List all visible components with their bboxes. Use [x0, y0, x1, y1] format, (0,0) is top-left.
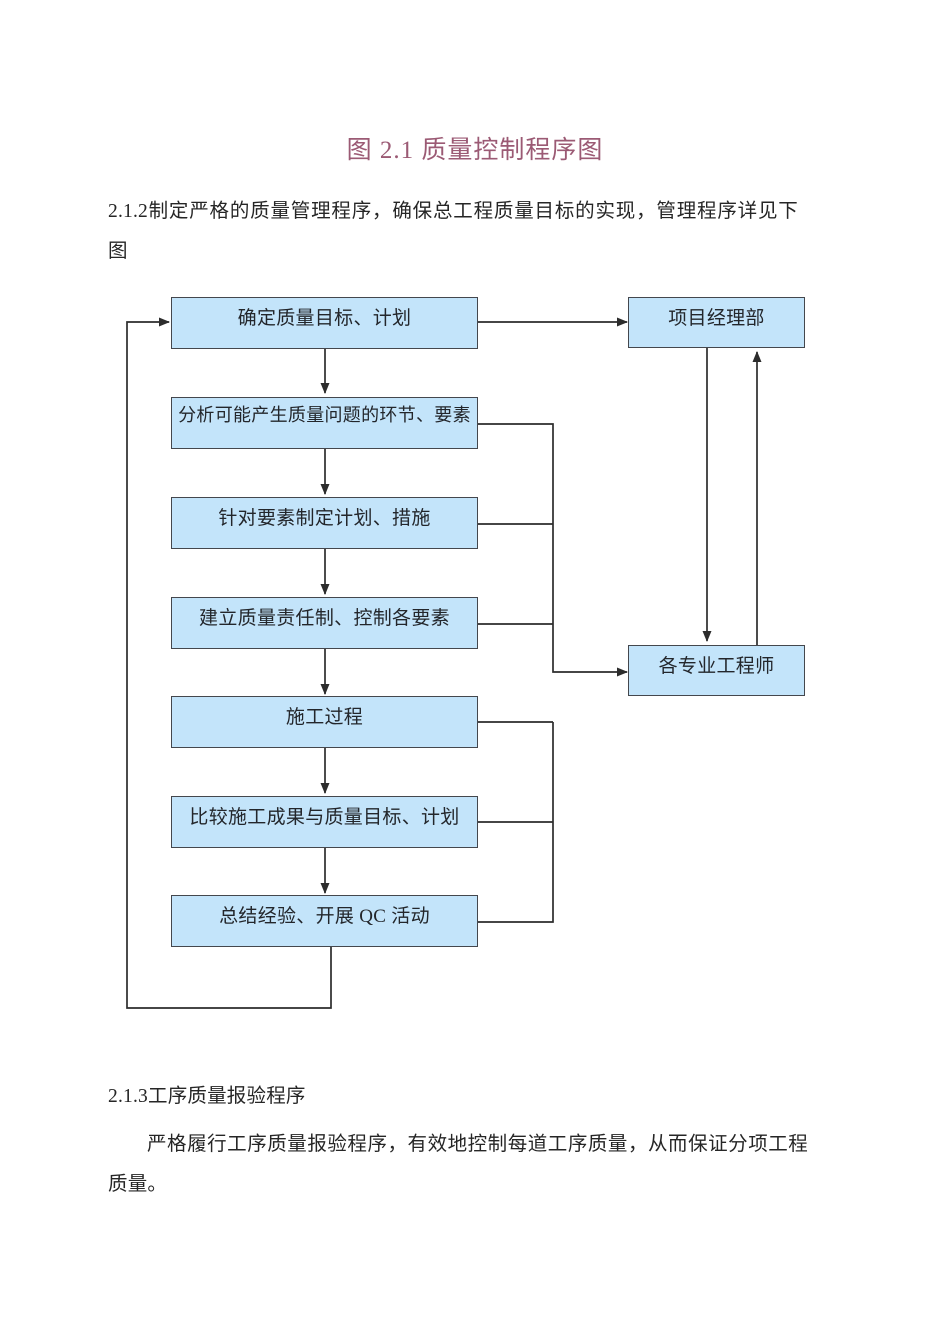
intro-paragraph: 2.1.2制定严格的质量管理程序，确保总工程质量目标的实现，管理程序详见下图	[108, 201, 798, 262]
flow-box-summarize-qc: 总结经验、开展 QC 活动	[171, 895, 478, 947]
section-213-body: 严格履行工序质量报验程序，有效地控制每道工序质量，从而保证分项工程质量。	[108, 1134, 808, 1195]
flow-box-plan-measures: 针对要素制定计划、措施	[171, 497, 478, 549]
connector-box7-bus	[478, 722, 554, 923]
flow-box-responsibility-system: 建立质量责任制、控制各要素	[171, 597, 478, 649]
flow-box-compare-results: 比较施工成果与质量目标、计划	[171, 796, 478, 848]
page-title: 图 2.1 质量控制程序图	[346, 137, 604, 164]
flow-box-define-quality-goals: 确定质量目标、计划	[171, 297, 478, 349]
flow-box-project-manager-dept: 项目经理部	[628, 297, 805, 348]
flow-box-specialist-engineers: 各专业工程师	[628, 645, 805, 696]
section-213-heading: 2.1.3工序质量报验程序	[108, 1086, 306, 1107]
connector-feedback-loop	[126, 317, 332, 1009]
flow-box-analyze-quality-factors: 分析可能产生质量问题的环节、要素	[171, 397, 478, 449]
connector-bus-to-engineers	[478, 423, 628, 677]
flow-box-construction-process: 施工过程	[171, 696, 478, 748]
